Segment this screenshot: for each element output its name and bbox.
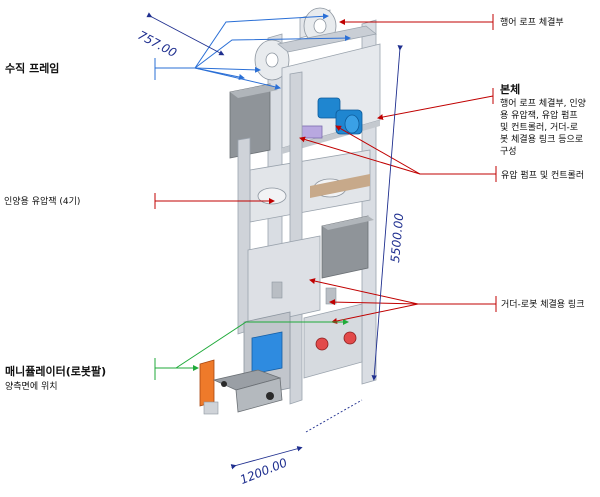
label-vertical-frame: 수직 프레임 [5,62,60,75]
label-girder-link: 거더-로봇 체결용 링크 [501,300,585,310]
machine-body [199,7,381,415]
callout-lines-blue [154,13,351,90]
label-body-desc-3: 및 컨트롤러, 거더-로 [500,123,579,133]
label-body-title: 본체 [500,83,521,96]
label-pump-controller: 유압 펌프 및 컨트롤러 [501,171,585,181]
label-manipulator-title: 매니퓰레이터(로봇팔) [5,365,107,378]
label-body-desc-1: 행어 로프 체결부, 인양 [500,99,586,109]
label-body-desc-2: 용 유압잭, 유압 펌프 [500,111,578,121]
label-hanger-rope: 행어 로프 체결부 [500,18,564,28]
label-lifting-jack: 인양용 유압잭 (4기) [4,197,81,207]
callout-lines-green [154,319,349,380]
label-body-desc-4: 봇 체결용 링크 등으로 [500,135,584,145]
label-manipulator-desc: 양측면에 위치 [5,382,58,392]
label-body-desc-5: 구성 [500,147,517,157]
dimension-lines [146,12,403,470]
